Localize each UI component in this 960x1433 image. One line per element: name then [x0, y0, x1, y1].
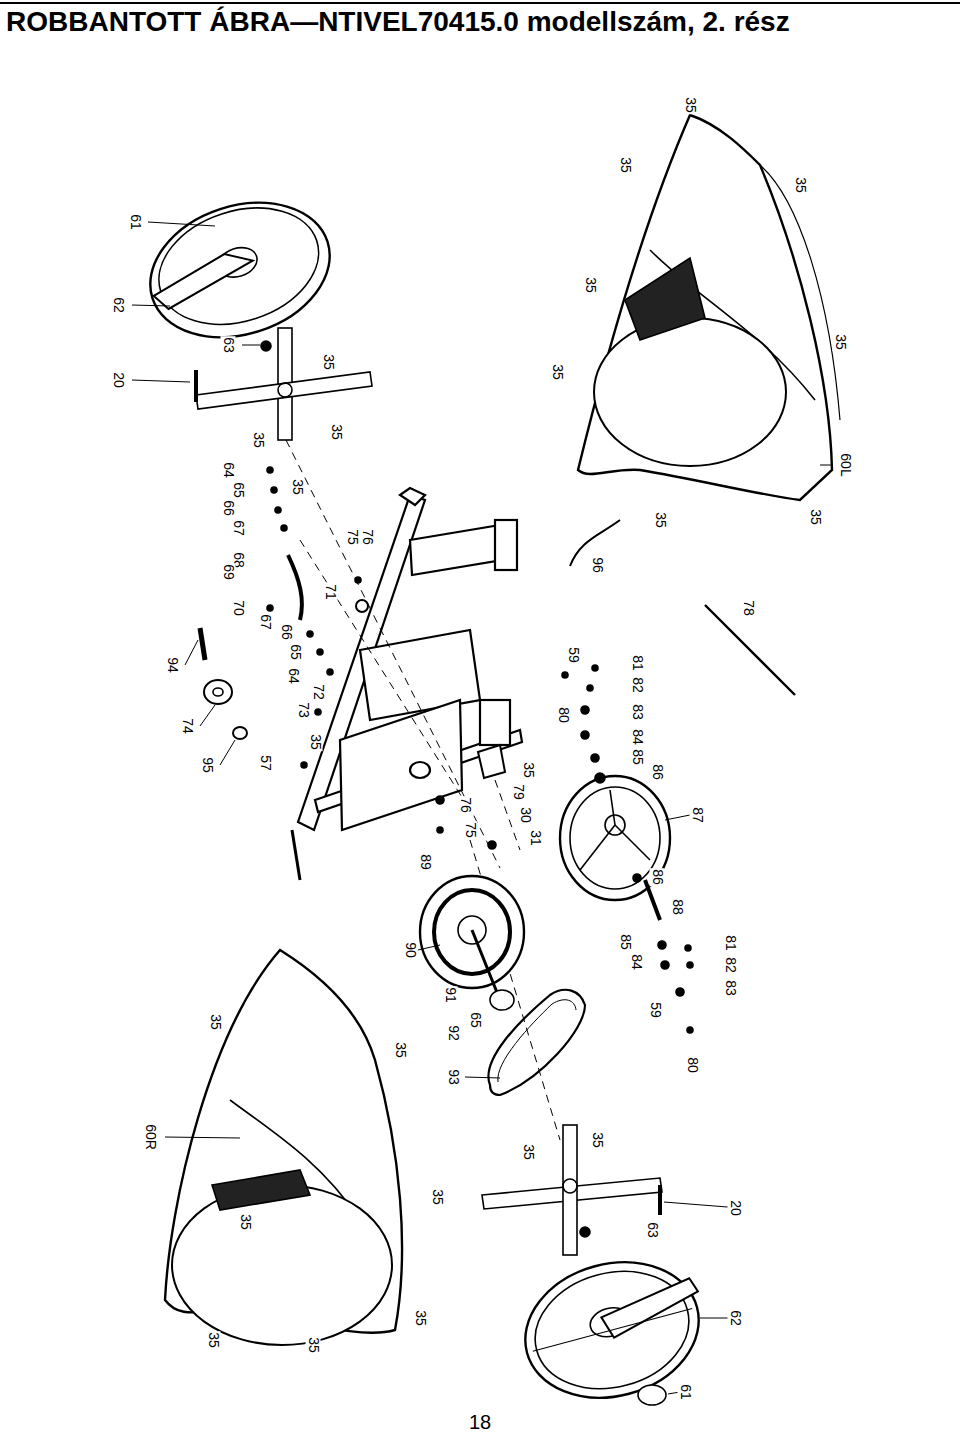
callout-number: 35	[329, 423, 344, 441]
callout-number: 35	[306, 1336, 321, 1354]
callout-number: 64	[286, 667, 301, 685]
callout-number: 20	[111, 371, 126, 389]
callout-number: 35	[321, 353, 336, 371]
callout-number: 91	[443, 986, 458, 1004]
callout-number: 80	[556, 706, 571, 724]
callout-number: 94	[165, 656, 180, 674]
callout-number: 96	[590, 556, 605, 574]
callout-number: 35	[290, 478, 305, 496]
callout-number: 72	[311, 683, 326, 701]
callout-number: 61	[678, 1383, 693, 1401]
callout-number: 86	[650, 868, 665, 886]
callout-number: 63	[221, 336, 236, 354]
callout-number: 80	[685, 1056, 700, 1074]
callout-number: 88	[670, 898, 685, 916]
callout-number: 84	[629, 953, 644, 971]
callout-number: 64	[221, 461, 236, 479]
callout-number: 84	[630, 728, 645, 746]
callout-number: 30	[518, 806, 533, 824]
callout-number: 65	[288, 643, 303, 661]
callout-number: 35	[833, 333, 848, 351]
callout-number: 35	[653, 511, 668, 529]
callout-number: 93	[446, 1068, 461, 1086]
callout-number: 67	[258, 613, 273, 631]
callout-number: 35	[793, 176, 808, 194]
callout-number: 65	[468, 1011, 483, 1029]
callout-number: 35	[251, 431, 266, 449]
callout-number: 35	[808, 508, 823, 526]
callout-number: 35	[413, 1309, 428, 1327]
callout-number: 35	[683, 96, 698, 114]
callout-number: 35	[430, 1188, 445, 1206]
callout-number: 74	[180, 717, 195, 735]
callout-number: 66	[279, 623, 294, 641]
callout-number: 59	[566, 646, 581, 664]
callout-number: 59	[648, 1001, 663, 1019]
callout-number: 85	[618, 933, 633, 951]
callout-number: 31	[528, 829, 543, 847]
callout-number: 78	[741, 599, 756, 617]
page-number: 18	[468, 1411, 492, 1433]
callout-number: 75	[463, 821, 478, 839]
callout-number: 87	[690, 806, 705, 824]
callout-number: 81	[630, 654, 645, 672]
callout-number: 75	[345, 528, 360, 546]
callout-number: 35	[393, 1041, 408, 1059]
callout-number: 86	[650, 763, 665, 781]
callout-number: 35	[206, 1331, 221, 1349]
callout-number: 95	[200, 756, 215, 774]
callout-number: 90	[403, 941, 418, 959]
callout-number: 61	[128, 213, 143, 231]
callout-number: 71	[323, 583, 338, 601]
callout-number: 35	[308, 733, 323, 751]
callout-number: 35	[238, 1213, 253, 1231]
callout-number: 79	[511, 783, 526, 801]
callout-number: 70	[231, 599, 246, 617]
callout-number: 35	[521, 1143, 536, 1161]
callout-number: 92	[446, 1024, 461, 1042]
callout-number: 85	[630, 748, 645, 766]
callout-number: 63	[645, 1221, 660, 1239]
callout-number: 81	[723, 934, 738, 952]
page-title: ROBBANTOTT ÁBRA—NTIVEL70415.0 modellszám…	[6, 6, 798, 38]
callout-number: 65	[231, 481, 246, 499]
callout-number: 83	[630, 703, 645, 721]
callout-number: 57	[258, 754, 273, 772]
callout-number: 66	[221, 499, 236, 517]
callout-number: 62	[728, 1309, 743, 1327]
callout-number: 73	[296, 701, 311, 719]
callout-number: 76	[458, 796, 473, 814]
callout-number: 82	[630, 676, 645, 694]
callout-number: 35	[521, 761, 536, 779]
callout-number: 35	[550, 363, 565, 381]
callout-number: 60R	[143, 1123, 158, 1151]
callout-number: 20	[728, 1199, 743, 1217]
callout-number: 67	[231, 519, 246, 537]
callout-number: 83	[723, 979, 738, 997]
callout-number: 89	[418, 853, 433, 871]
callout-number: 35	[618, 156, 633, 174]
callout-number: 82	[723, 956, 738, 974]
callout-number: 35	[590, 1131, 605, 1149]
callout-number: 69	[221, 563, 236, 581]
callout-number: 60L	[838, 452, 853, 477]
callout-number: 62	[111, 296, 126, 314]
callout-number: 76	[360, 528, 375, 546]
callout-number: 35	[583, 276, 598, 294]
callout-number: 35	[208, 1013, 223, 1031]
